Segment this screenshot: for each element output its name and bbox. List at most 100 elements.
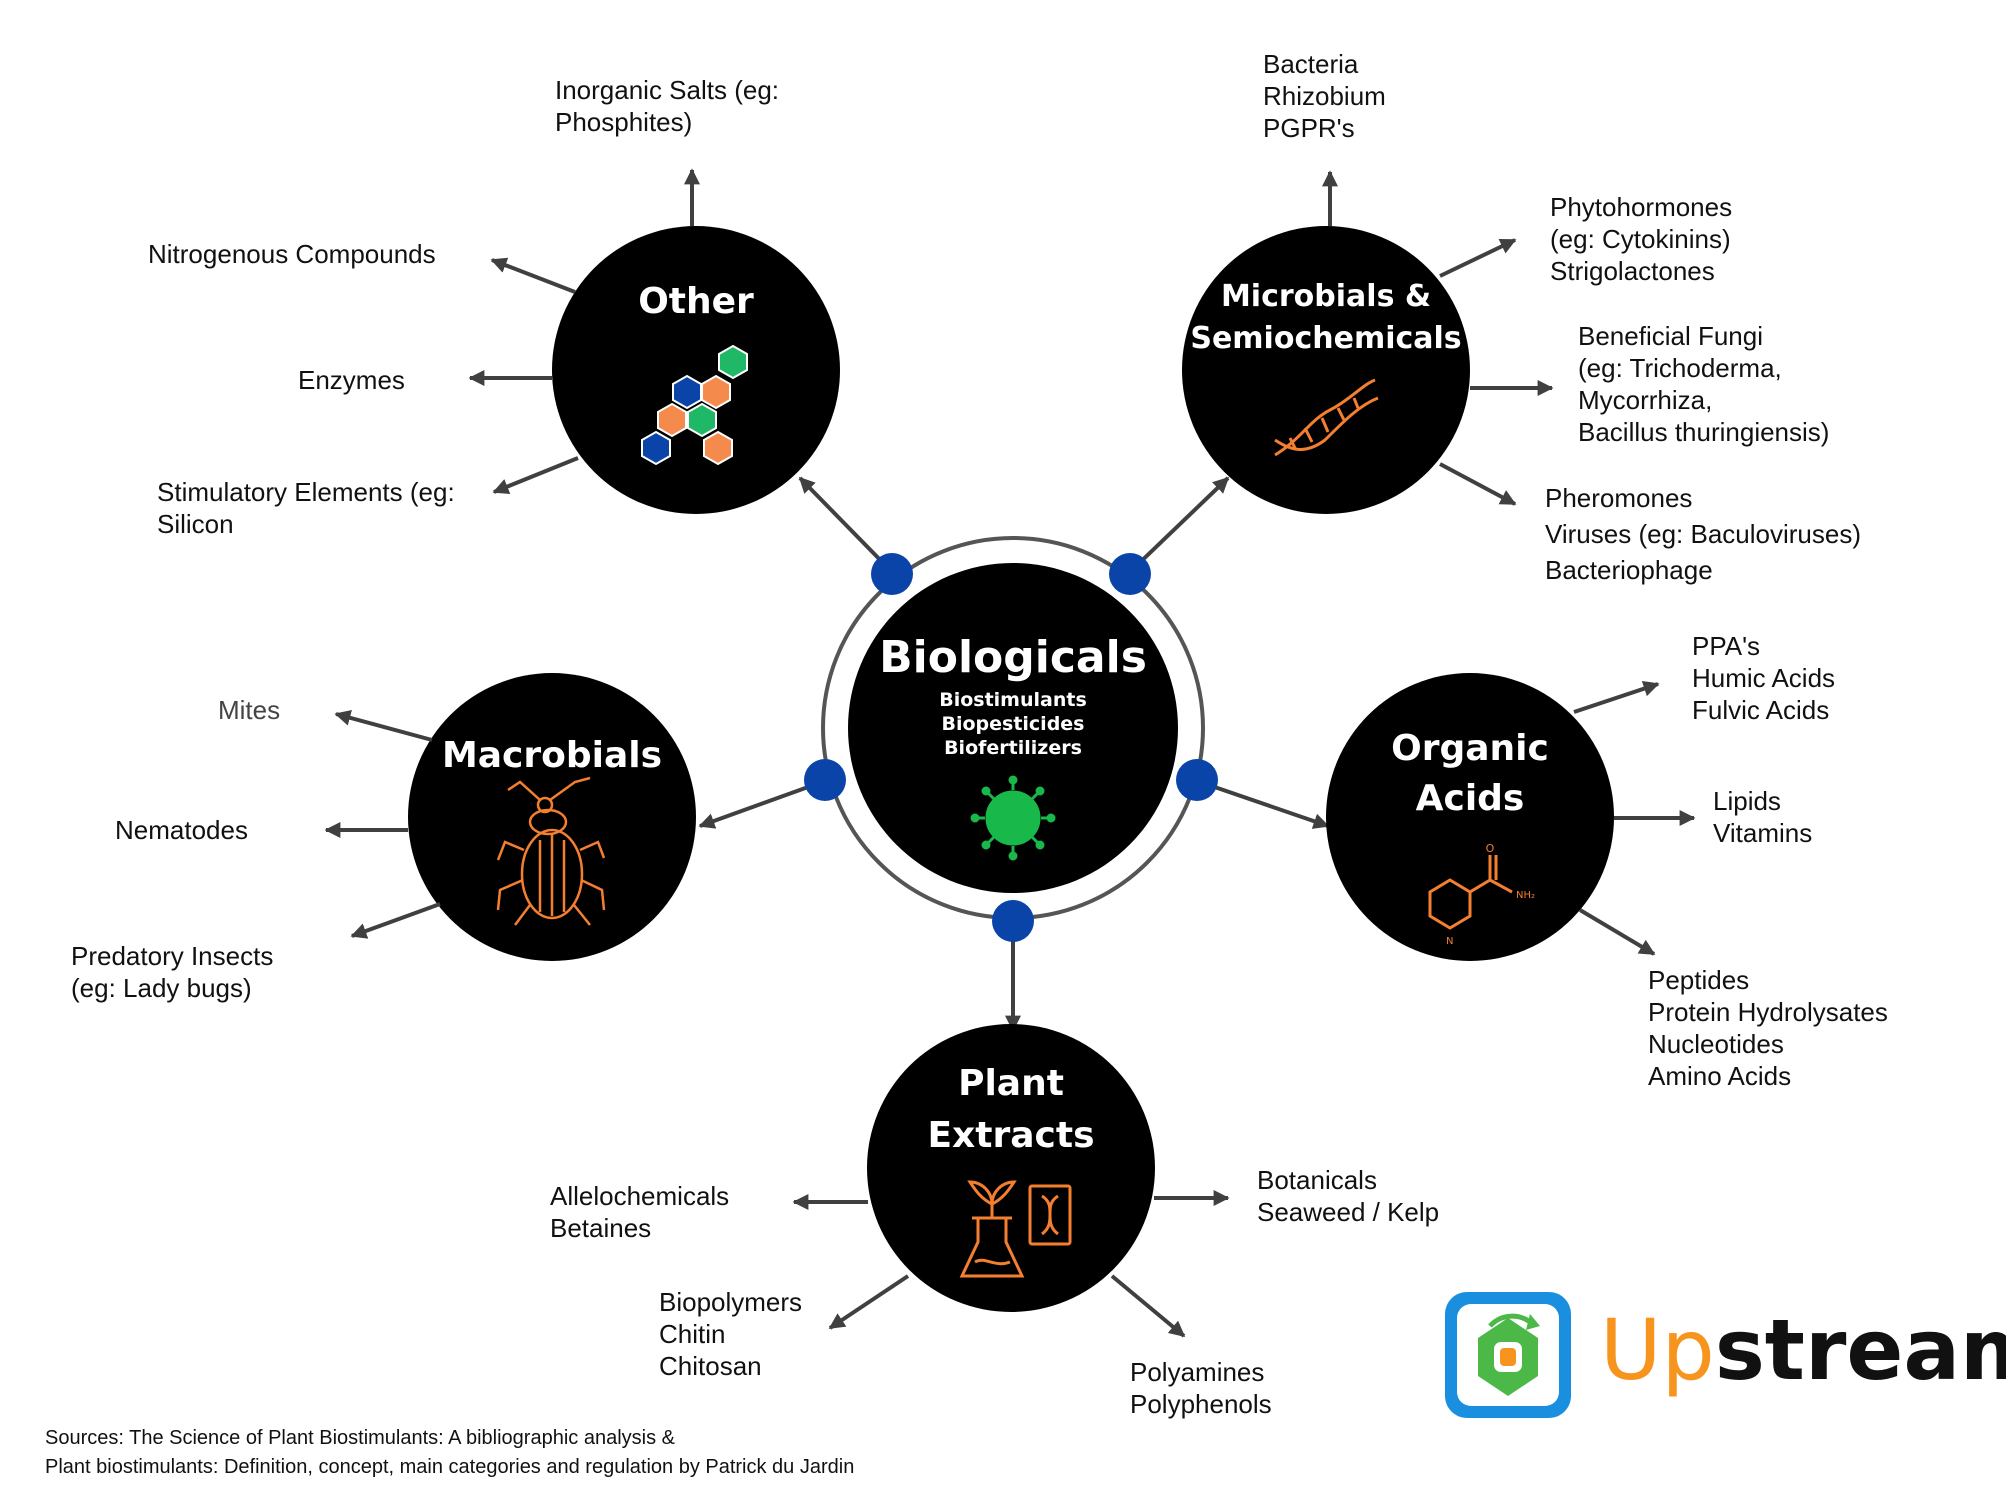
plant-flask-dna-icon bbox=[959, 1180, 1072, 1278]
arrow-pheromones bbox=[1439, 462, 1517, 506]
brand-part-stream: stream bbox=[1714, 1301, 2006, 1399]
label-line: Botanicals bbox=[1257, 1165, 1377, 1195]
label-line: Phytohormones bbox=[1550, 192, 1733, 222]
label-mites: Mites bbox=[218, 694, 280, 726]
upstream-logo-icon bbox=[1445, 1292, 1571, 1418]
microbials-title: Microbials & Semiochemicals bbox=[1186, 276, 1466, 360]
virus-icon bbox=[970, 775, 1056, 861]
label-line: Enzymes bbox=[298, 365, 405, 395]
label-line: Phosphites) bbox=[555, 107, 693, 137]
label-line: Bacteriophage bbox=[1545, 555, 1713, 585]
label-line: Amino Acids bbox=[1648, 1061, 1792, 1091]
label-allelochemicals: Allelochemicals Betaines bbox=[550, 1180, 729, 1244]
label-line: Chitosan bbox=[659, 1351, 762, 1381]
hexagon-molecule-icon bbox=[641, 344, 748, 466]
center-subtitle: Biostimulants Biopesticides Biofertilize… bbox=[863, 688, 1163, 760]
label-line: Mycorrhiza, bbox=[1578, 385, 1713, 415]
label-polyamines: Polyamines Polyphenols bbox=[1130, 1356, 1272, 1420]
label-line: Polyamines bbox=[1130, 1357, 1265, 1387]
label-peptides: Peptides Protein Hydrolysates Nucleotide… bbox=[1648, 964, 1888, 1092]
plant-extracts-title: Plant Extracts bbox=[891, 1058, 1131, 1162]
label-line: Polyphenols bbox=[1130, 1389, 1272, 1419]
label-bacteria: Bacteria Rhizobium PGPR's bbox=[1263, 48, 1386, 144]
label-line: (eg: Cytokinins) bbox=[1550, 224, 1731, 254]
label-beneficial-fungi: Beneficial Fungi (eg: Trichoderma, Mycor… bbox=[1578, 320, 1829, 448]
label-line: Nitrogenous Compounds bbox=[148, 239, 436, 269]
label-line: Pheromones bbox=[1545, 483, 1693, 513]
arrow-nitrogenous bbox=[490, 257, 576, 294]
label-line: Viruses (eg: Baculoviruses) bbox=[1545, 519, 1861, 549]
dot-macrobials bbox=[804, 759, 846, 801]
subtitle-biostimulants: Biostimulants bbox=[939, 689, 1087, 711]
organic-acids-circle bbox=[1326, 673, 1614, 961]
dna-icon bbox=[1274, 378, 1379, 457]
organic-acids-title: Organic Acids bbox=[1350, 724, 1590, 824]
sources-line2: Plant biostimulants: Definition, concept… bbox=[45, 1456, 855, 1478]
plant-extracts-title-line1: Plant bbox=[958, 1063, 1064, 1104]
arrow-to-other bbox=[798, 476, 892, 572]
beetle-icon bbox=[496, 776, 606, 926]
molecule-structure-icon: O NH₂ N bbox=[1428, 842, 1535, 947]
label-line: Nucleotides bbox=[1648, 1029, 1784, 1059]
label-line: Peptides bbox=[1648, 965, 1750, 995]
arrow-to-organic-acids bbox=[1199, 780, 1330, 829]
connector-arrows bbox=[698, 476, 1330, 1032]
label-line: Betaines bbox=[550, 1213, 652, 1243]
label-predatory-insects: Predatory Insects (eg: Lady bugs) bbox=[71, 940, 273, 1004]
label-ppa: PPA's Humic Acids Fulvic Acids bbox=[1692, 630, 1835, 726]
brand-part-up: Up bbox=[1600, 1301, 1715, 1399]
arrow-peptides bbox=[1578, 908, 1656, 956]
arrow-to-microbials bbox=[1128, 476, 1230, 574]
label-line: Stimulatory Elements (eg: bbox=[157, 477, 455, 507]
label-line: Humic Acids bbox=[1692, 663, 1836, 693]
microbials-title-line1: Microbials & bbox=[1220, 279, 1432, 314]
dot-microbials bbox=[1109, 553, 1151, 595]
label-biopolymers: Biopolymers Chitin Chitosan bbox=[659, 1286, 802, 1382]
label-line: PPA's bbox=[1692, 631, 1761, 661]
organic-acids-title-line2: Acids bbox=[1415, 778, 1525, 819]
subtitle-biofertilizers: Biofertilizers bbox=[944, 737, 1082, 759]
macrobials-title: Macrobials bbox=[441, 735, 663, 776]
arrow-to-macrobials bbox=[698, 780, 823, 829]
arrow-polyamines bbox=[1110, 1274, 1186, 1338]
plant-extracts-title-line2: Extracts bbox=[927, 1115, 1095, 1156]
plant-extracts-circle bbox=[867, 1024, 1155, 1312]
label-line: Inorganic Salts (eg: bbox=[555, 75, 780, 105]
label-line: Protein Hydrolysates bbox=[1648, 997, 1888, 1027]
svg-text:NH₂: NH₂ bbox=[1516, 890, 1535, 901]
subtitle-biopesticides: Biopesticides bbox=[941, 713, 1085, 735]
arrow-ppa bbox=[1573, 680, 1660, 714]
label-line: Predatory Insects bbox=[71, 941, 274, 971]
label-line: Nematodes bbox=[115, 815, 248, 845]
label-phytohormones: Phytohormones (eg: Cytokinins) Strigolac… bbox=[1550, 191, 1732, 287]
sources-line1: Sources: The Science of Plant Biostimula… bbox=[45, 1427, 675, 1449]
label-stimulatory-elements: Stimulatory Elements (eg: Silicon bbox=[157, 476, 455, 540]
connector-dots bbox=[804, 553, 1218, 942]
label-line: Biopolymers bbox=[659, 1287, 803, 1317]
label-line: Silicon bbox=[157, 509, 234, 539]
center-title: Biologicals bbox=[879, 632, 1147, 683]
label-line: Fulvic Acids bbox=[1692, 695, 1830, 725]
arrow-biopolymers bbox=[828, 1274, 910, 1330]
label-line: Bacillus thuringiensis) bbox=[1578, 417, 1830, 447]
sources-note: Sources: The Science of Plant Biostimula… bbox=[45, 1424, 854, 1482]
label-line: Allelochemicals bbox=[550, 1181, 730, 1211]
label-line: Chitin bbox=[659, 1319, 726, 1349]
label-line: PGPR's bbox=[1263, 113, 1355, 143]
label-pheromones: Pheromones Viruses (eg: Baculoviruses) B… bbox=[1545, 480, 1861, 588]
label-line: Mites bbox=[218, 695, 281, 725]
arrow-phytohormones bbox=[1439, 238, 1517, 278]
item-arrows bbox=[324, 168, 1696, 1338]
label-line: (eg: Trichoderma, bbox=[1578, 353, 1782, 383]
dot-other bbox=[871, 553, 913, 595]
arrow-stimulatory bbox=[492, 456, 579, 495]
label-line: Rhizobium bbox=[1263, 81, 1386, 111]
arrow-predatory bbox=[350, 902, 441, 939]
other-circle bbox=[552, 226, 840, 514]
brand-wordmark: Upstream bbox=[1600, 1300, 2006, 1400]
label-botanicals: Botanicals Seaweed / Kelp bbox=[1257, 1164, 1439, 1228]
label-line: Strigolactones bbox=[1550, 256, 1715, 286]
center-circle bbox=[848, 563, 1178, 893]
svg-text:O: O bbox=[1486, 842, 1495, 855]
